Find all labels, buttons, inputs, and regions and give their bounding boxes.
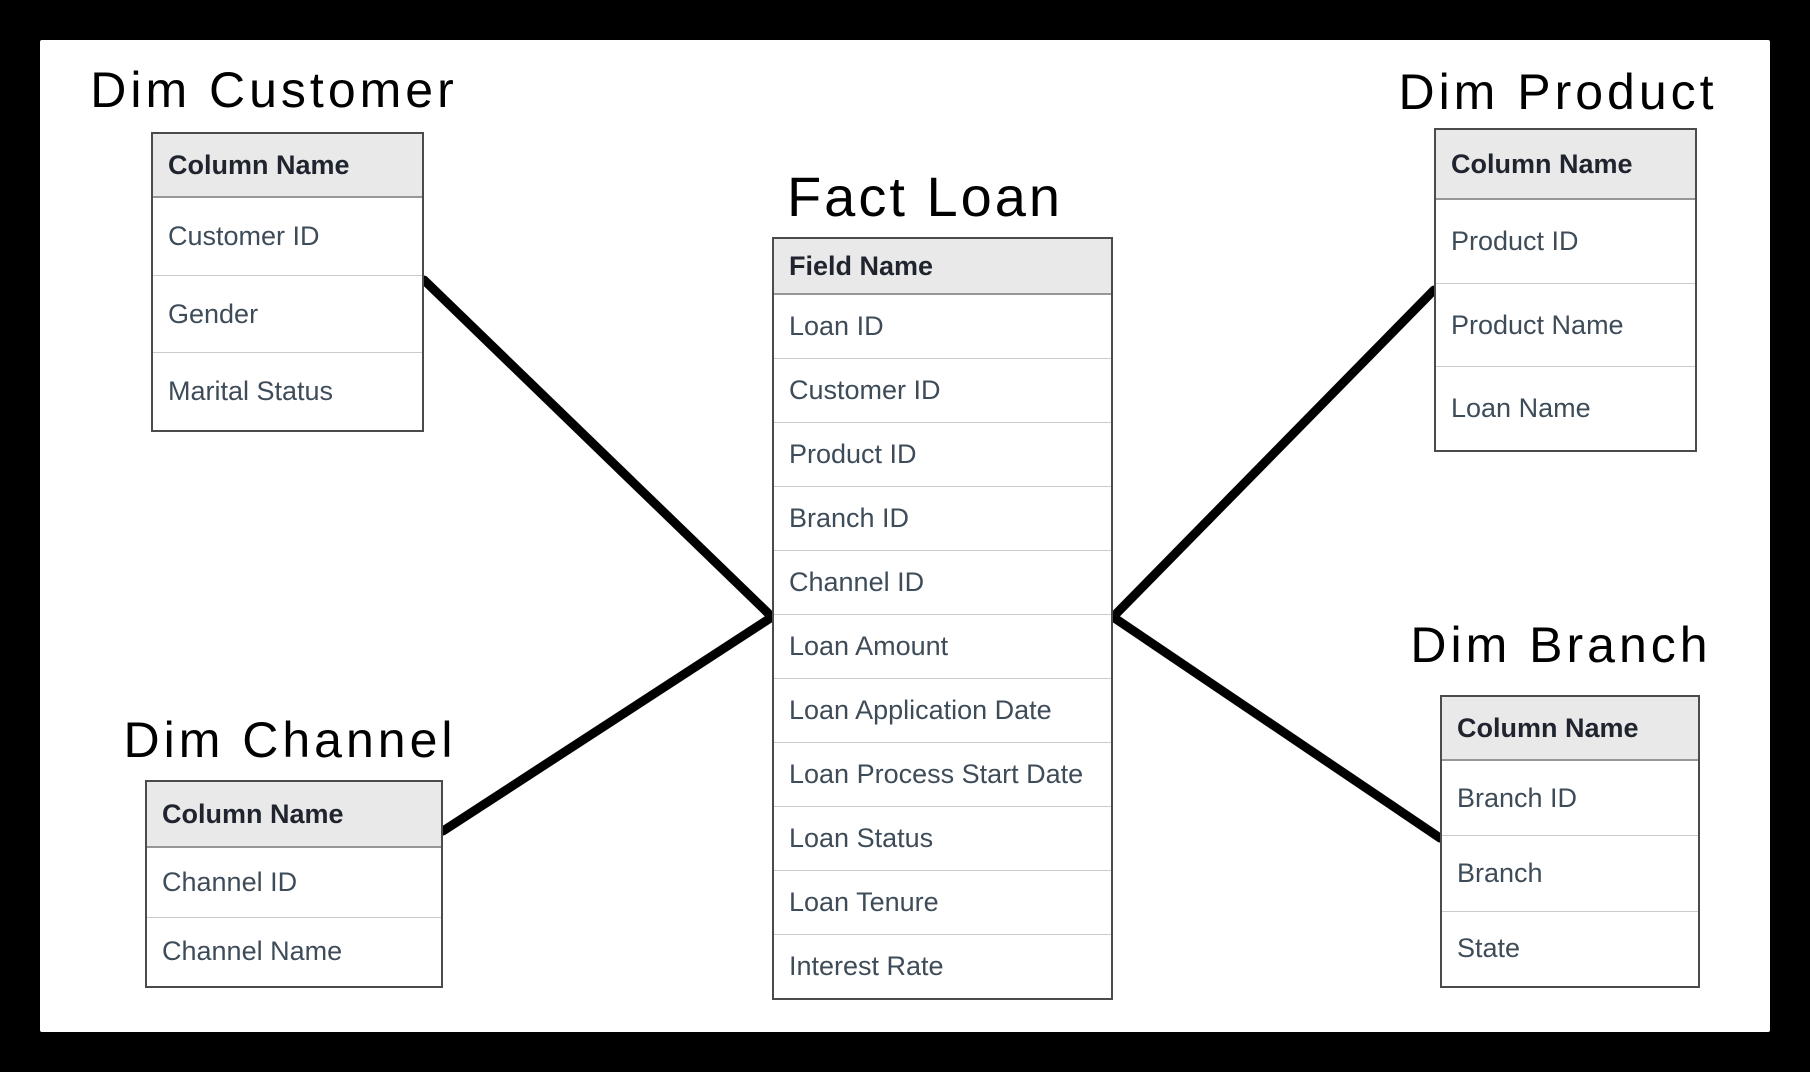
relationship-lines (419, 275, 1445, 843)
relationship-line-branch-fact (1108, 612, 1445, 843)
table-dim-channel: Column Name Channel ID Channel Name (145, 780, 443, 988)
table-fact-loan: Field Name Loan ID Customer ID Product I… (772, 237, 1113, 1000)
table-row: Loan Name (1436, 367, 1695, 451)
relationship-line-product-fact (1108, 285, 1439, 622)
table-row: Channel Name (147, 917, 441, 986)
table-row: Loan ID (774, 295, 1111, 359)
table-row: Gender (153, 275, 422, 354)
table-header-cell: Field Name (774, 239, 1111, 295)
table-title-dim-branch: Dim Branch (1410, 617, 1712, 673)
table-row: Marital Status (153, 353, 422, 431)
table-title-fact-loan: Fact Loan (786, 165, 1064, 228)
table-row: Loan Process Start Date (774, 743, 1111, 807)
table-header-cell: Column Name (1436, 130, 1695, 200)
table-dim-branch: Column Name Branch ID Branch State (1440, 695, 1700, 988)
table-row: Product Name (1436, 283, 1695, 368)
table-row: Loan Amount (774, 615, 1111, 679)
table-row: Product ID (774, 423, 1111, 487)
table-dim-product: Column Name Product ID Product Name Loan… (1434, 128, 1697, 452)
table-header-cell: Column Name (1442, 697, 1698, 761)
table-row: Customer ID (153, 198, 422, 276)
table-row: Loan Status (774, 807, 1111, 871)
relationship-line-customer-fact (419, 275, 777, 622)
relationship-line-channel-fact (438, 612, 777, 836)
table-row: Channel ID (774, 551, 1111, 615)
table-header-cell: Column Name (147, 782, 441, 848)
table-row: Product ID (1436, 200, 1695, 284)
star-schema-canvas: Dim Customer Column Name Customer ID Gen… (40, 40, 1770, 1032)
table-row: Channel ID (147, 848, 441, 918)
table-row: State (1442, 911, 1698, 986)
table-row: Branch ID (774, 487, 1111, 551)
table-row: Customer ID (774, 359, 1111, 423)
table-title-dim-product: Dim Product (1398, 64, 1718, 120)
table-row: Loan Tenure (774, 871, 1111, 935)
table-dim-customer: Column Name Customer ID Gender Marital S… (151, 132, 424, 432)
table-header-cell: Column Name (153, 134, 422, 198)
table-title-dim-customer: Dim Customer (90, 62, 458, 118)
table-row: Branch (1442, 836, 1698, 912)
table-row: Loan Application Date (774, 679, 1111, 743)
table-row: Interest Rate (774, 935, 1111, 998)
table-row: Branch ID (1442, 761, 1698, 837)
table-title-dim-channel: Dim Channel (123, 712, 457, 768)
